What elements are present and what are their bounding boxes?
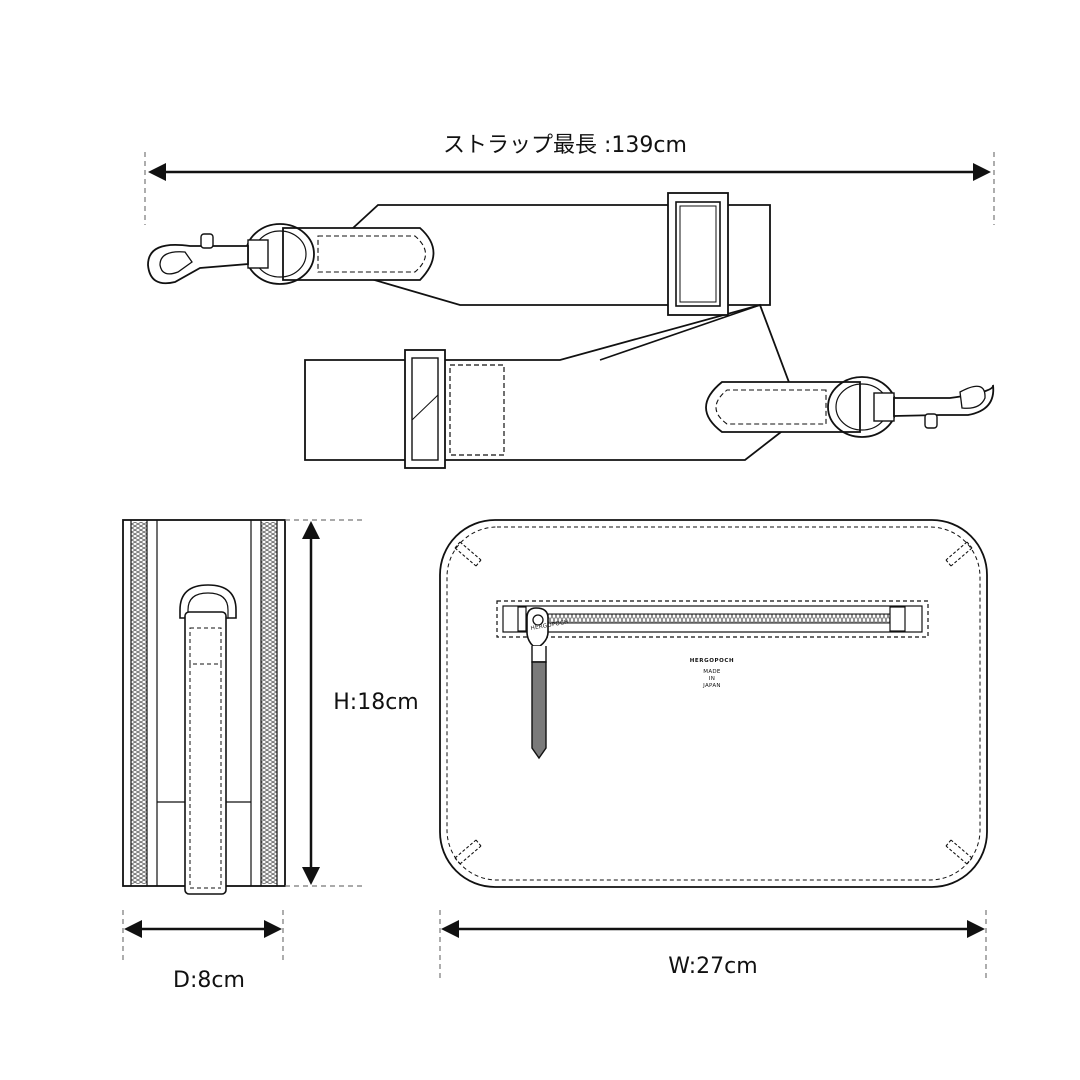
strap-illustration bbox=[147, 192, 995, 469]
snap-hook-left bbox=[147, 233, 249, 285]
depth-label: D:8cm bbox=[173, 968, 245, 993]
side-strap-tab bbox=[184, 611, 227, 895]
made-in-line-2: IN bbox=[709, 676, 715, 682]
strap-dimension: ストラップ最長 :139cm bbox=[144, 133, 995, 225]
width-dimension: W:27cm bbox=[439, 910, 987, 980]
strap-end-tab-left bbox=[282, 227, 435, 281]
depth-dimension: D:8cm bbox=[122, 910, 284, 993]
snap-hook-right bbox=[893, 384, 995, 429]
brand-label: HERGOPOCH bbox=[690, 658, 735, 664]
height-label: H:18cm bbox=[333, 690, 418, 715]
made-in-line-1: MADE bbox=[703, 669, 721, 675]
side-zipper-left bbox=[131, 522, 147, 884]
made-in-line-3: JAPAN bbox=[702, 683, 721, 689]
side-zipper-right bbox=[261, 522, 277, 884]
strap-length-label: ストラップ最長 :139cm bbox=[443, 133, 687, 158]
strap-end-tab-right bbox=[705, 381, 861, 433]
zipper-pull-leather bbox=[531, 661, 547, 760]
strap-arrowhead-right bbox=[973, 163, 991, 181]
height-dimension: H:18cm bbox=[285, 519, 419, 887]
width-label: W:27cm bbox=[668, 954, 757, 979]
bag-side-view bbox=[122, 519, 286, 895]
front-view-outline bbox=[439, 519, 988, 888]
bag-front-view: HERGOPOCH HERGOPOCH MADE IN JAPAN bbox=[439, 519, 988, 888]
strap-arrowhead-left bbox=[148, 163, 166, 181]
strap-lower-section bbox=[304, 303, 791, 461]
strap-stitch-patch-lower bbox=[449, 364, 505, 456]
front-zipper-teeth bbox=[540, 614, 890, 623]
